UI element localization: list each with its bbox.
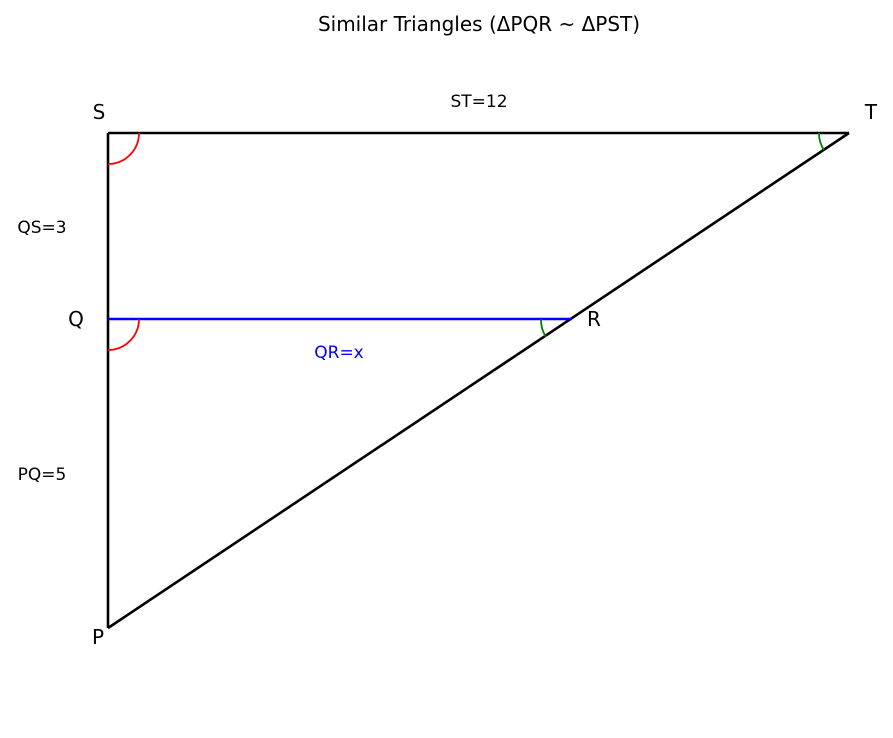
measure-st: ST=12 bbox=[450, 92, 507, 112]
angle-arc-t bbox=[818, 132, 825, 151]
angle-arc-s bbox=[107, 132, 140, 165]
vertex-label-s: S bbox=[93, 100, 106, 124]
vertex-label-t: T bbox=[864, 100, 878, 124]
diagram-title: Similar Triangles (ΔPQR ~ ΔPST) bbox=[318, 12, 640, 36]
vertex-label-r: R bbox=[587, 307, 601, 331]
measure-qr: QR=x bbox=[314, 343, 364, 363]
angle-arc-r bbox=[540, 318, 547, 338]
angle-arc-q bbox=[107, 318, 140, 351]
vertex-label-p: P bbox=[92, 625, 104, 649]
measure-pq: PQ=5 bbox=[18, 465, 67, 485]
measure-qs: QS=3 bbox=[17, 218, 66, 238]
vertex-label-q: Q bbox=[68, 307, 84, 331]
side-pt bbox=[107, 131, 850, 630]
